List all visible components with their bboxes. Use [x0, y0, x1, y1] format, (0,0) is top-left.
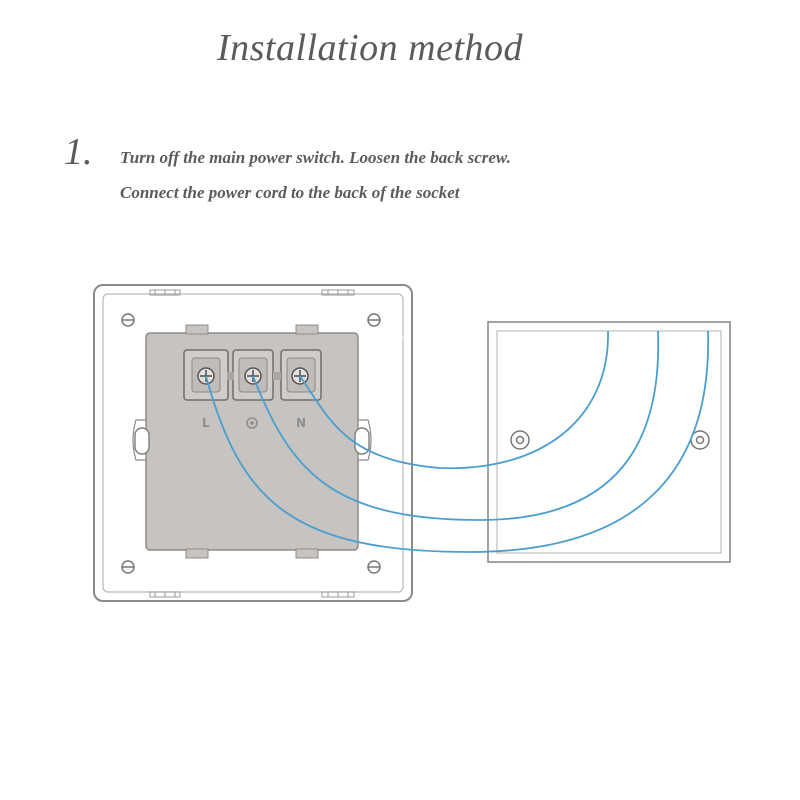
socket-inner-frame — [102, 293, 404, 593]
wire-earth — [252, 330, 660, 521]
terminal-blocks — [183, 349, 322, 401]
wire-neutral — [299, 330, 609, 470]
socket-back-panel: L N Store:1248707 — [93, 284, 467, 602]
junction-box-screw-icon — [510, 430, 530, 450]
top-clip-slots — [149, 289, 355, 296]
page-title: Installation method — [216, 27, 524, 69]
power-wires — [205, 330, 709, 553]
terminal-label-neutral: N — [296, 416, 306, 430]
terminal-label-live: L — [202, 416, 210, 430]
wire-live — [205, 330, 709, 553]
earth-icon — [246, 417, 258, 429]
step-number: 1. — [64, 131, 93, 173]
step-instruction-line-1: Turn off the main power switch. Loosen t… — [120, 148, 511, 167]
plate-tabs — [185, 324, 319, 559]
corner-mounting-holes — [121, 313, 381, 574]
bottom-clip-slots — [149, 591, 355, 598]
step-instruction-line-2: Connect the power cord to the back of th… — [120, 183, 460, 202]
store-watermark: Store:1248707 — [360, 332, 467, 347]
side-screw-slots — [134, 427, 370, 455]
screw-slot-icon — [134, 427, 150, 455]
junction-box-inner — [496, 330, 722, 554]
wall-junction-box — [487, 321, 731, 563]
screw-slot-icon — [354, 427, 370, 455]
